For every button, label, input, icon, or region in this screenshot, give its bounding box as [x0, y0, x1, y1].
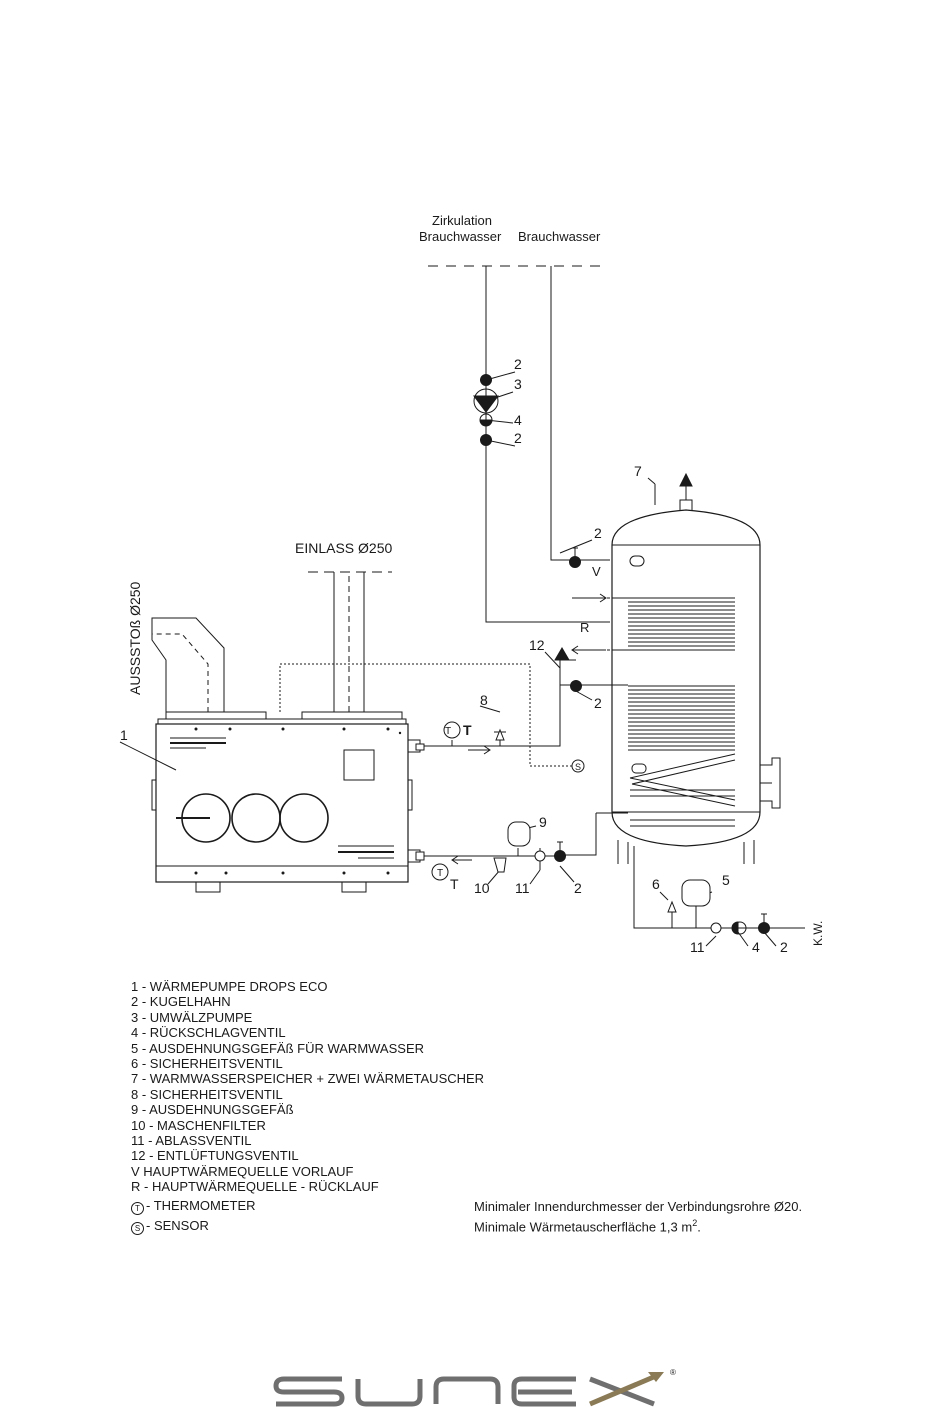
label-thermometer-upper: T	[463, 722, 472, 738]
air-vent-icon	[554, 647, 570, 661]
legend-item: 1 - WÄRMEPUMPE DROPS ECO	[131, 979, 328, 994]
flow-pipe	[420, 685, 561, 747]
arrow-right-icon	[572, 593, 607, 603]
upper-heat-exchanger-coil	[628, 597, 735, 651]
label-thermometer-lower: T	[450, 876, 459, 892]
callout-6: 6	[652, 876, 660, 892]
arrow-left-icon	[451, 855, 472, 865]
thermometer-letter-icon: T	[445, 726, 451, 737]
label-sensor: S	[575, 762, 581, 772]
callout-2-top: 2	[514, 356, 522, 372]
registered-mark: ®	[670, 1368, 676, 1377]
callout-3: 3	[514, 376, 522, 392]
label-cold-water: K.W.	[811, 921, 825, 946]
eco-logo-graphic	[176, 793, 329, 843]
check-valve-icon	[731, 921, 739, 935]
intake-duct	[308, 571, 392, 712]
circulation-return-pipe	[485, 448, 610, 623]
notes: Minimaler Innendurchmesser der Verbindun…	[474, 1198, 802, 1235]
callout-12: 12	[529, 637, 545, 653]
safety-valve-icon	[667, 900, 677, 913]
note-pipe-diameter: Minimaler Innendurchmesser der Verbindun…	[474, 1199, 803, 1214]
tank-flange	[760, 757, 781, 809]
callout-4-right: 4	[752, 939, 760, 955]
callout-11-left: 11	[515, 880, 530, 896]
lower-heat-exchanger-coil	[628, 685, 736, 827]
legend-item: 10 - MASCHENFILTER	[131, 1117, 266, 1133]
callout-2-v: 2	[594, 695, 602, 711]
arrow-right-icon	[470, 745, 491, 755]
legend-item: R - HAUPTWÄRMEQUELLE - RÜCKLAUF	[131, 1179, 379, 1195]
expansion-vessel-icon	[507, 821, 531, 847]
legend-item: V HAUPTWÄRMEQUELLE VORLAUF	[131, 1163, 354, 1179]
drain-valve-icon	[710, 922, 722, 934]
legend-item: 3 - UMWÄLZPUMPE	[131, 1009, 253, 1025]
legend-symbol-item: S- SENSOR	[131, 1218, 484, 1235]
mesh-filter-icon	[493, 857, 507, 873]
thermometer-icon	[431, 863, 449, 881]
legend-item: 12 - ENTLÜFTUNGSVENTIL	[131, 1148, 299, 1164]
tank-vent-icon	[679, 472, 693, 487]
ball-valve-icon	[569, 556, 581, 568]
legend-item: 4 - RÜCKSCHLAGVENTIL	[131, 1025, 286, 1041]
unit-display	[343, 749, 375, 781]
thermometer-symbol-icon: T	[131, 1201, 144, 1215]
sensor-icon	[571, 759, 585, 773]
legend-item: 2 - KUGELHAHN	[131, 994, 231, 1010]
label-ruecklauf: R	[580, 620, 589, 635]
ball-valve-icon	[570, 680, 582, 692]
legend-symbol-item: T- THERMOMETER	[131, 1198, 484, 1215]
ball-valve-icon	[480, 374, 492, 386]
ball-valve-icon	[480, 434, 492, 446]
sensor-cable	[279, 663, 572, 767]
logo-arrow-icon	[648, 1372, 664, 1382]
label-vorlauf: V	[592, 564, 601, 579]
legend-item: 9 - AUSDEHNUNGSGEFÄß	[131, 1102, 294, 1118]
legend-symbol-text: - THERMOMETER	[146, 1197, 256, 1213]
thermometer-letter-icon: T	[437, 868, 443, 879]
expansion-vessel-dhw-icon	[681, 879, 711, 907]
note-heat-exchanger-area: Minimale Wärmetauscherfläche 1,3 m2.	[474, 1218, 701, 1235]
callout-4-top: 4	[514, 412, 522, 428]
legend-item: 7 - WARMWASSERSPEICHER + ZWEI WÄRMETAUSC…	[131, 1071, 485, 1087]
legend-symbol-text: - SENSOR	[146, 1217, 209, 1233]
exhaust-duct	[151, 617, 225, 712]
legend-item: 5 - AUSDEHNUNGSGEFÄß FÜR WARMWASSER	[131, 1040, 425, 1056]
sunex-logo: ®	[273, 1368, 676, 1407]
sensor-symbol-icon: S	[131, 1221, 144, 1235]
brauchwasser-pipe	[550, 266, 610, 561]
callout-2-tank: 2	[594, 525, 602, 541]
arrow-left-icon	[571, 645, 606, 655]
callout-5: 5	[722, 872, 730, 888]
label-exhaust: AUSSSTOß Ø250	[127, 581, 143, 695]
thermometer-icon	[443, 721, 461, 739]
callout-2-bottom: 2	[574, 880, 582, 896]
legend-item: 6 - SICHERHEITSVENTIL	[131, 1056, 283, 1072]
label-brauchwasser-left: Brauchwasser	[419, 229, 502, 244]
drain-valve-icon	[534, 850, 546, 862]
label-circulation: Zirkulation	[432, 213, 492, 228]
callout-1: 1	[120, 727, 128, 743]
label-intake: EINLASS Ø250	[295, 540, 392, 556]
ball-valve-icon	[554, 850, 566, 862]
callout-10: 10	[474, 880, 490, 896]
callout-11-right: 11	[690, 939, 705, 955]
callout-9: 9	[539, 814, 547, 830]
circulation-pump-icon	[473, 395, 499, 413]
safety-valve-icon	[495, 728, 505, 741]
label-brauchwasser-right: Brauchwasser	[518, 229, 601, 244]
callout-2-right: 2	[780, 939, 788, 955]
cold-water-pipe	[633, 846, 805, 929]
callout-8: 8	[480, 692, 488, 708]
ball-valve-icon	[758, 922, 770, 934]
callout-7: 7	[634, 463, 642, 479]
callout-2-mid: 2	[514, 430, 522, 446]
check-valve-icon	[479, 419, 493, 427]
legend-item: 8 - SICHERHEITSVENTIL	[131, 1086, 283, 1102]
legend-item: 11 - ABLASSVENTIL	[131, 1133, 252, 1149]
